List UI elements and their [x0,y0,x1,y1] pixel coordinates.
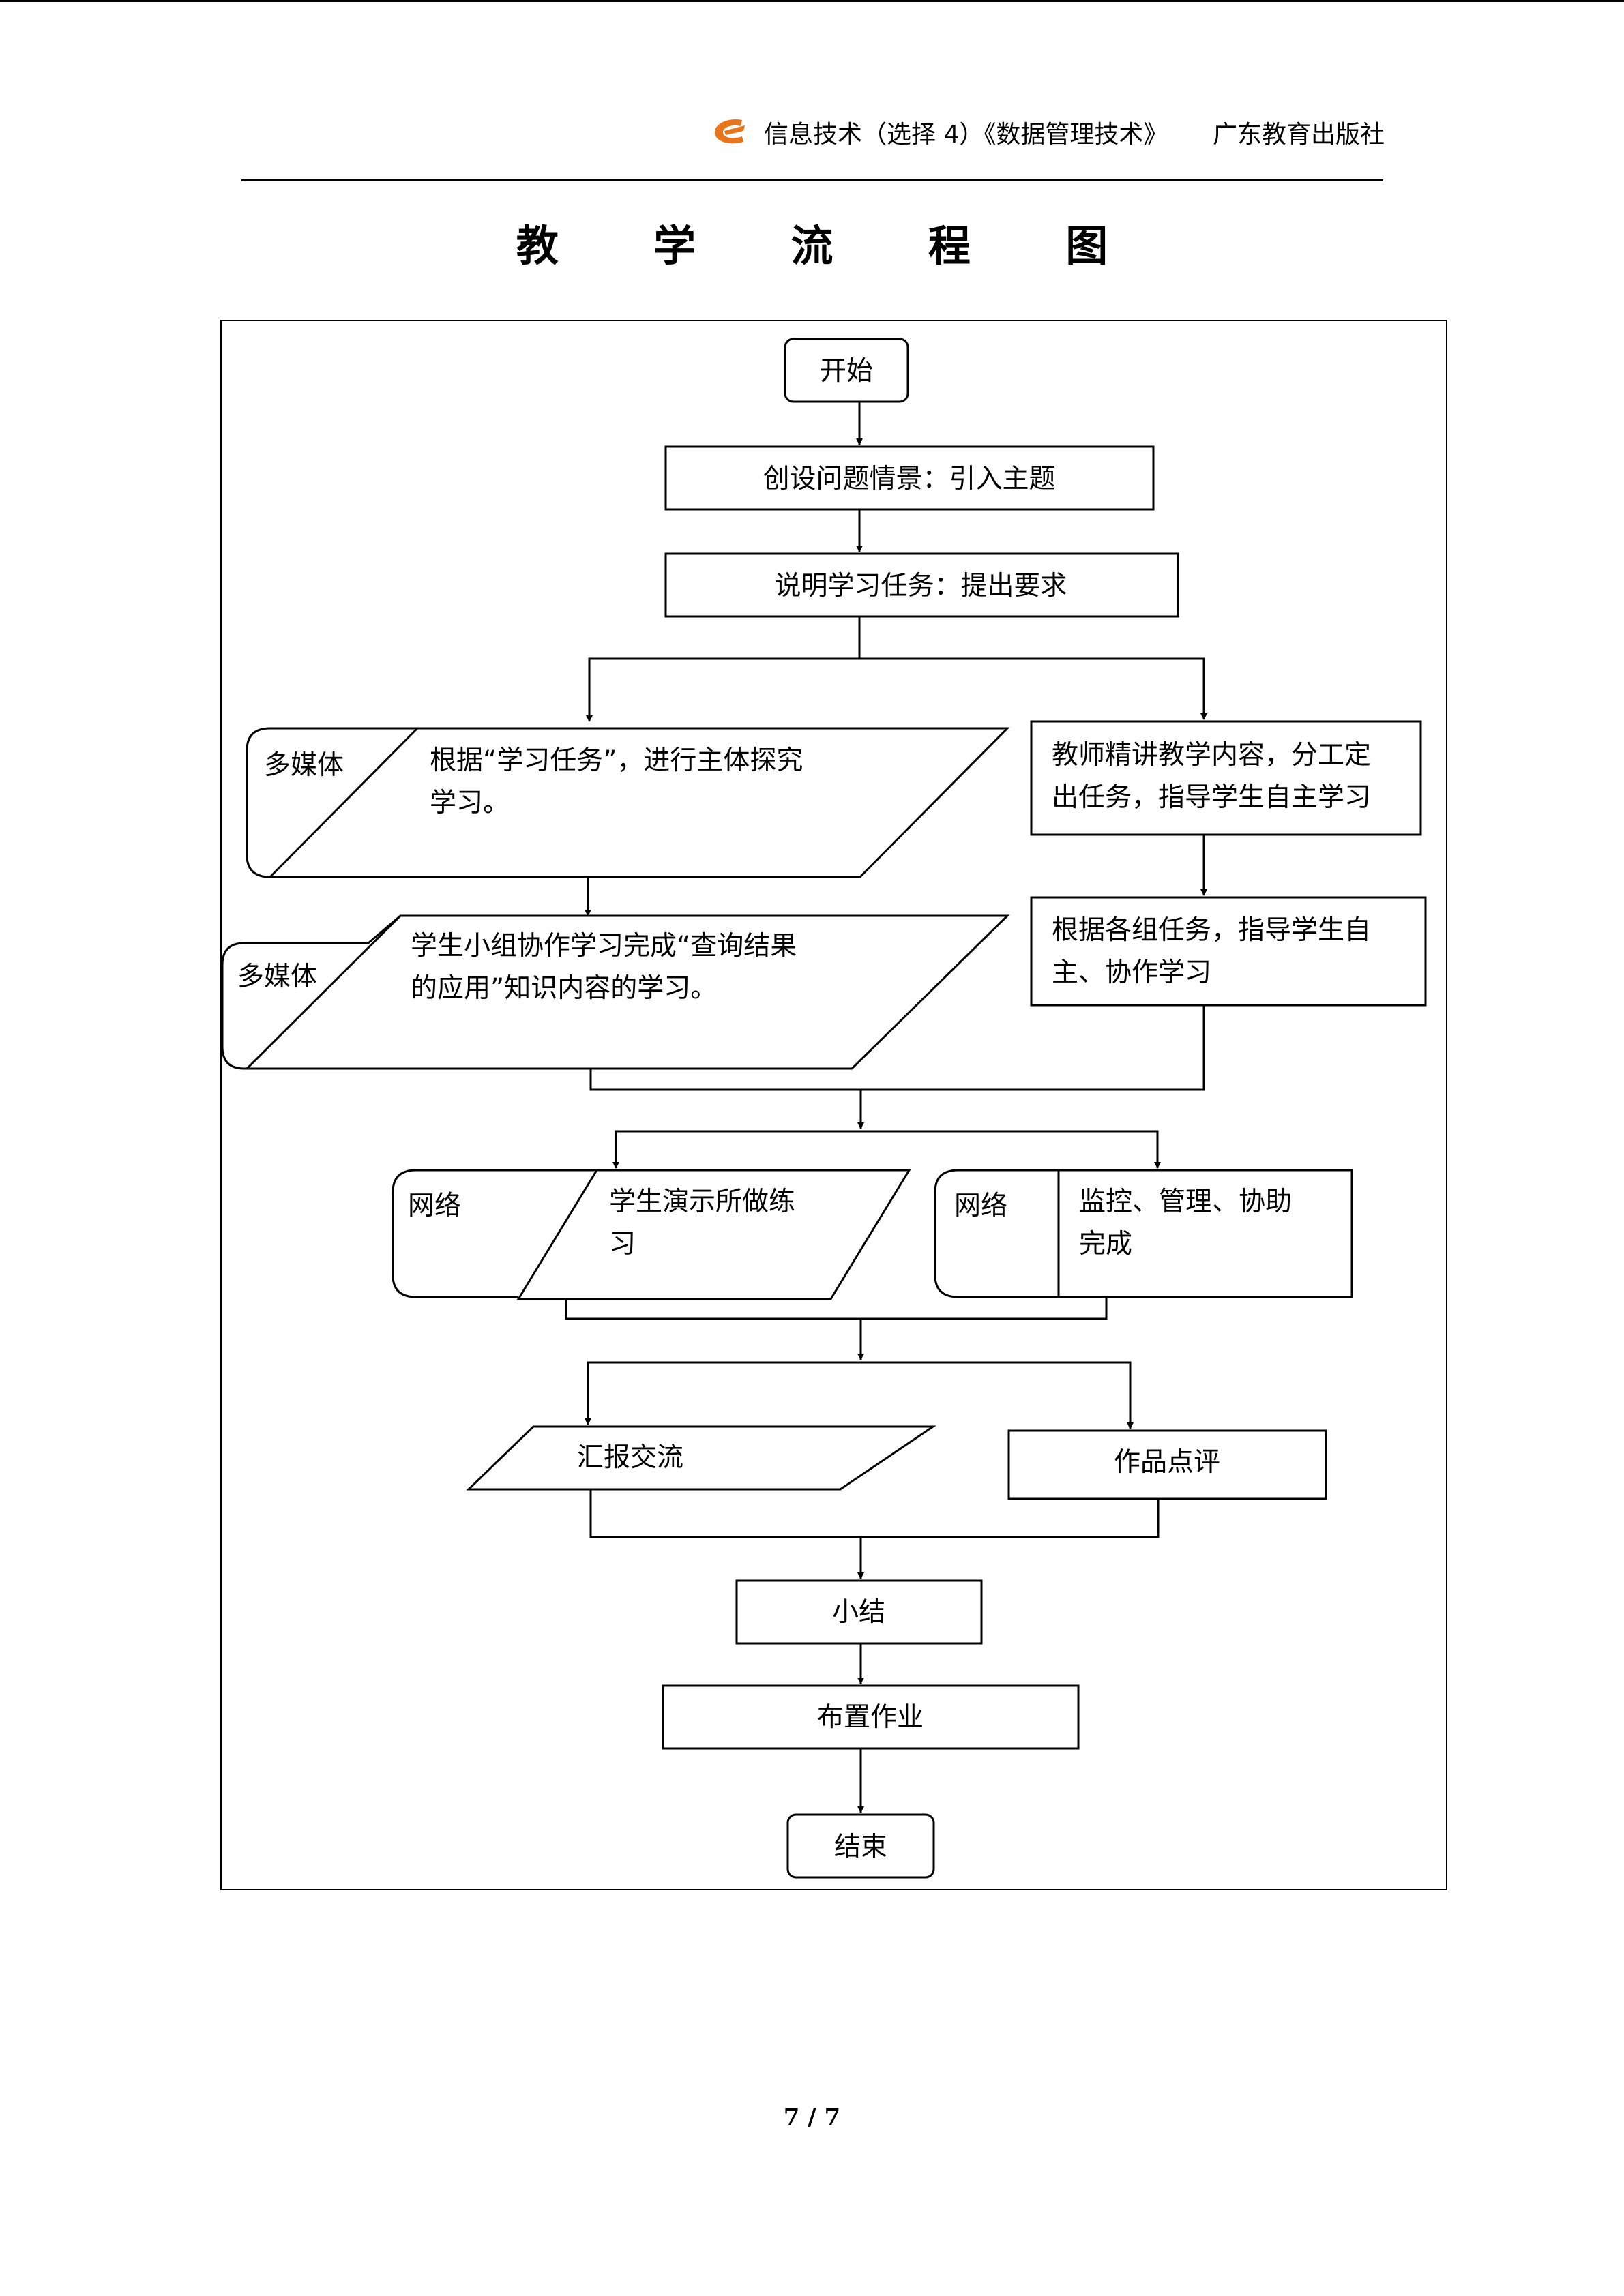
start-label: 开始 [820,356,873,387]
net-left-tag-shape [392,1169,597,1298]
start-node [784,338,909,403]
split-connector [585,1361,861,1425]
homework-box [662,1684,1080,1750]
split-connector [586,616,861,722]
teacher-explain-box [1030,720,1422,836]
left2-media-shape [221,914,1010,1070]
step-explain-task-box [664,552,1179,618]
merge-connector [589,1489,1160,1538]
end-node [786,1813,935,1879]
left2-text-line: 学生小组协作学习完成“查询结果 [411,931,797,961]
net-left-text-line: 习 [609,1229,636,1259]
review-box [1007,1429,1327,1500]
step-create-scenario-box [664,445,1155,511]
net-right-text-line: 完成 [1079,1229,1132,1259]
report-label: 汇报交流 [577,1442,683,1473]
net-right-tag: 网络 [954,1191,1007,1221]
end-label: 结束 [834,1832,887,1862]
net-left-text-line: 学生演示所做练 [609,1187,795,1217]
left1-media-tag: 多媒体 [264,750,344,781]
guide-group-box [1030,896,1427,1007]
guide-group-line: 主、协作学习 [1052,957,1211,988]
left2-divider [246,914,402,1070]
header-rule [241,179,1383,181]
running-header: 信息技术（选择 4）《数据管理技术》 广东教育出版社 [709,115,1385,150]
flowchart-frame [220,320,1447,1890]
summary-box [735,1579,983,1645]
net-left-parallelogram [516,1169,911,1300]
left1-media-shape [246,727,1010,878]
left1-divider [269,727,419,878]
net-right-tag-shape [934,1169,1353,1298]
split-connector [861,1361,1134,1429]
left2-text-line: 的应用”知识内容的学习。 [411,973,717,1004]
report-parallelogram [466,1425,936,1491]
net-left-tag: 网络 [408,1191,461,1221]
teacher-explain-line: 教师精讲教学内容，分工定 [1052,740,1371,771]
review-label: 作品点评 [1114,1447,1220,1478]
net-right-text-line: 监控、管理、协助 [1079,1187,1292,1217]
page-title: 教 学 流 程 图 [516,221,1149,271]
homework-label: 布置作业 [817,1702,924,1733]
left2-media-tag: 多媒体 [237,961,317,992]
split-connector [859,657,1207,720]
summary-label: 小结 [832,1597,885,1628]
page-number: 7 / 7 [783,2104,841,2131]
teacher-explain-line: 出任务，指导学生自主学习 [1052,782,1371,813]
left1-text-line: 学习。 [430,788,510,818]
publisher-logo-icon [715,119,745,144]
publisher-name: 广东教育出版社 [1212,121,1385,149]
step-create-scenario-label: 创设问题情景：引入主题 [763,464,1055,494]
split-connector [861,1130,1161,1169]
top-border [0,0,1624,2]
merge-connector [589,1005,1205,1091]
book-title: 信息技术（选择 4）《数据管理技术》 [764,121,1168,149]
split-connector [612,1130,861,1169]
left1-text-line: 根据“学习任务”，进行主体探究 [430,745,803,776]
merge-connector [565,1297,1108,1320]
step-explain-task-label: 说明学习任务：提出要求 [774,571,1067,601]
guide-group-line: 根据各组任务，指导学生自 [1052,915,1371,946]
